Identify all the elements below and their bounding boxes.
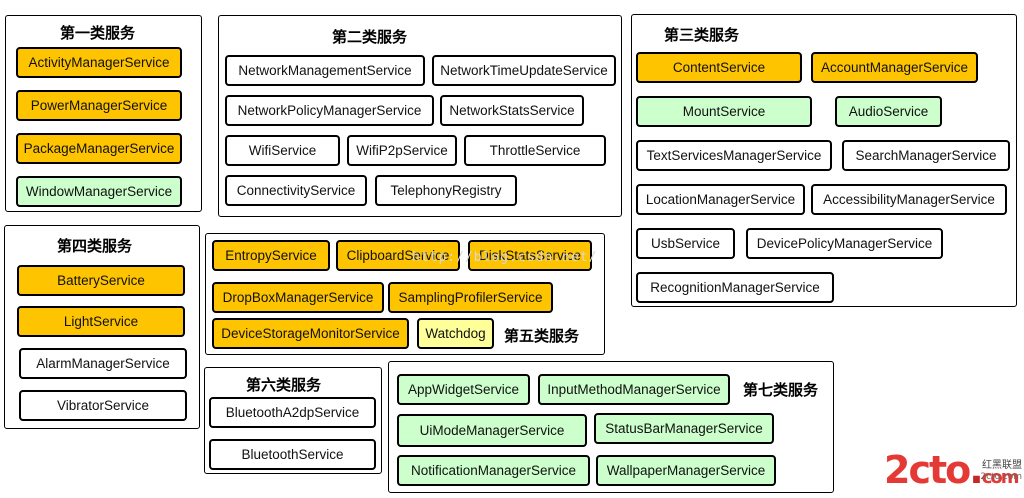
service-box: LightService: [17, 306, 185, 337]
service-box: LocationManagerService: [636, 184, 805, 215]
watermark-text: http://blog.csdn.net/: [412, 250, 598, 265]
group-3-title: 第三类服务: [664, 26, 740, 44]
service-box: ActivityManagerService: [16, 47, 182, 78]
service-box: BatteryService: [17, 265, 185, 296]
service-box: StatusBarManagerService: [594, 413, 774, 444]
service-box: ConnectivityService: [225, 175, 367, 206]
service-box: SearchManagerService: [842, 140, 1010, 171]
service-box: ContentService: [636, 52, 802, 83]
service-box: EntropyService: [212, 240, 330, 271]
service-box: NetworkStatsService: [440, 95, 584, 126]
service-box: UiModeManagerService: [397, 414, 587, 447]
logo-domain-text: 2cto.com: [980, 472, 1022, 482]
service-box: WindowManagerService: [16, 176, 182, 207]
service-box: InputMethodManagerService: [538, 374, 730, 405]
group-7-title: 第七类服务: [743, 381, 819, 399]
service-box: NetworkManagementService: [225, 55, 425, 86]
service-box: NetworkPolicyManagerService: [225, 95, 434, 126]
service-box: WallpaperManagerService: [596, 455, 776, 486]
service-box: DeviceStorageMonitorService: [212, 318, 409, 349]
logo-main-text: 2cto.com: [884, 448, 1019, 492]
service-box: NotificationManagerService: [397, 455, 590, 486]
service-box: VibratorService: [19, 390, 187, 421]
logo-sub-text: 红黑联盟: [982, 460, 1022, 471]
service-box: DropBoxManagerService: [212, 282, 384, 313]
service-box: ClipboardService: [336, 240, 460, 271]
service-box: DevicePolicyManagerService: [746, 228, 943, 259]
service-box: AlarmManagerService: [19, 348, 187, 379]
service-box: MountService: [636, 96, 812, 127]
service-box: UsbService: [636, 228, 735, 259]
service-box: RecognitionManagerService: [636, 272, 834, 303]
service-box: WifiService: [225, 135, 340, 166]
service-box: PackageManagerService: [16, 133, 182, 164]
service-box: WifiP2pService: [347, 135, 457, 166]
service-box: BluetoothA2dpService: [209, 397, 376, 428]
group-2-title: 第二类服务: [332, 28, 408, 46]
service-box: SamplingProfilerService: [388, 282, 553, 313]
group-6-title: 第六类服务: [246, 376, 322, 394]
service-box: ThrottleService: [464, 135, 606, 166]
service-box: AppWidgetService: [397, 374, 530, 405]
site-logo: 2cto.com 红黑联盟 2cto.com: [884, 450, 1022, 494]
service-box: Watchdog: [417, 318, 494, 349]
service-box: DiskStatsService: [468, 240, 592, 271]
group-4-title: 第四类服务: [57, 237, 133, 255]
group-1-title: 第一类服务: [60, 24, 136, 42]
service-box: AudioService: [835, 96, 942, 127]
service-box: BluetoothService: [209, 439, 376, 470]
service-box: AccountManagerService: [811, 52, 978, 83]
service-box: PowerManagerService: [16, 90, 182, 121]
service-box: TextServicesManagerService: [636, 140, 832, 171]
group-5-title: 第五类服务: [504, 327, 580, 345]
service-box: TelephonyRegistry: [375, 175, 517, 206]
service-box: NetworkTimeUpdateService: [432, 55, 616, 86]
service-box: AccessibilityManagerService: [811, 184, 1007, 215]
